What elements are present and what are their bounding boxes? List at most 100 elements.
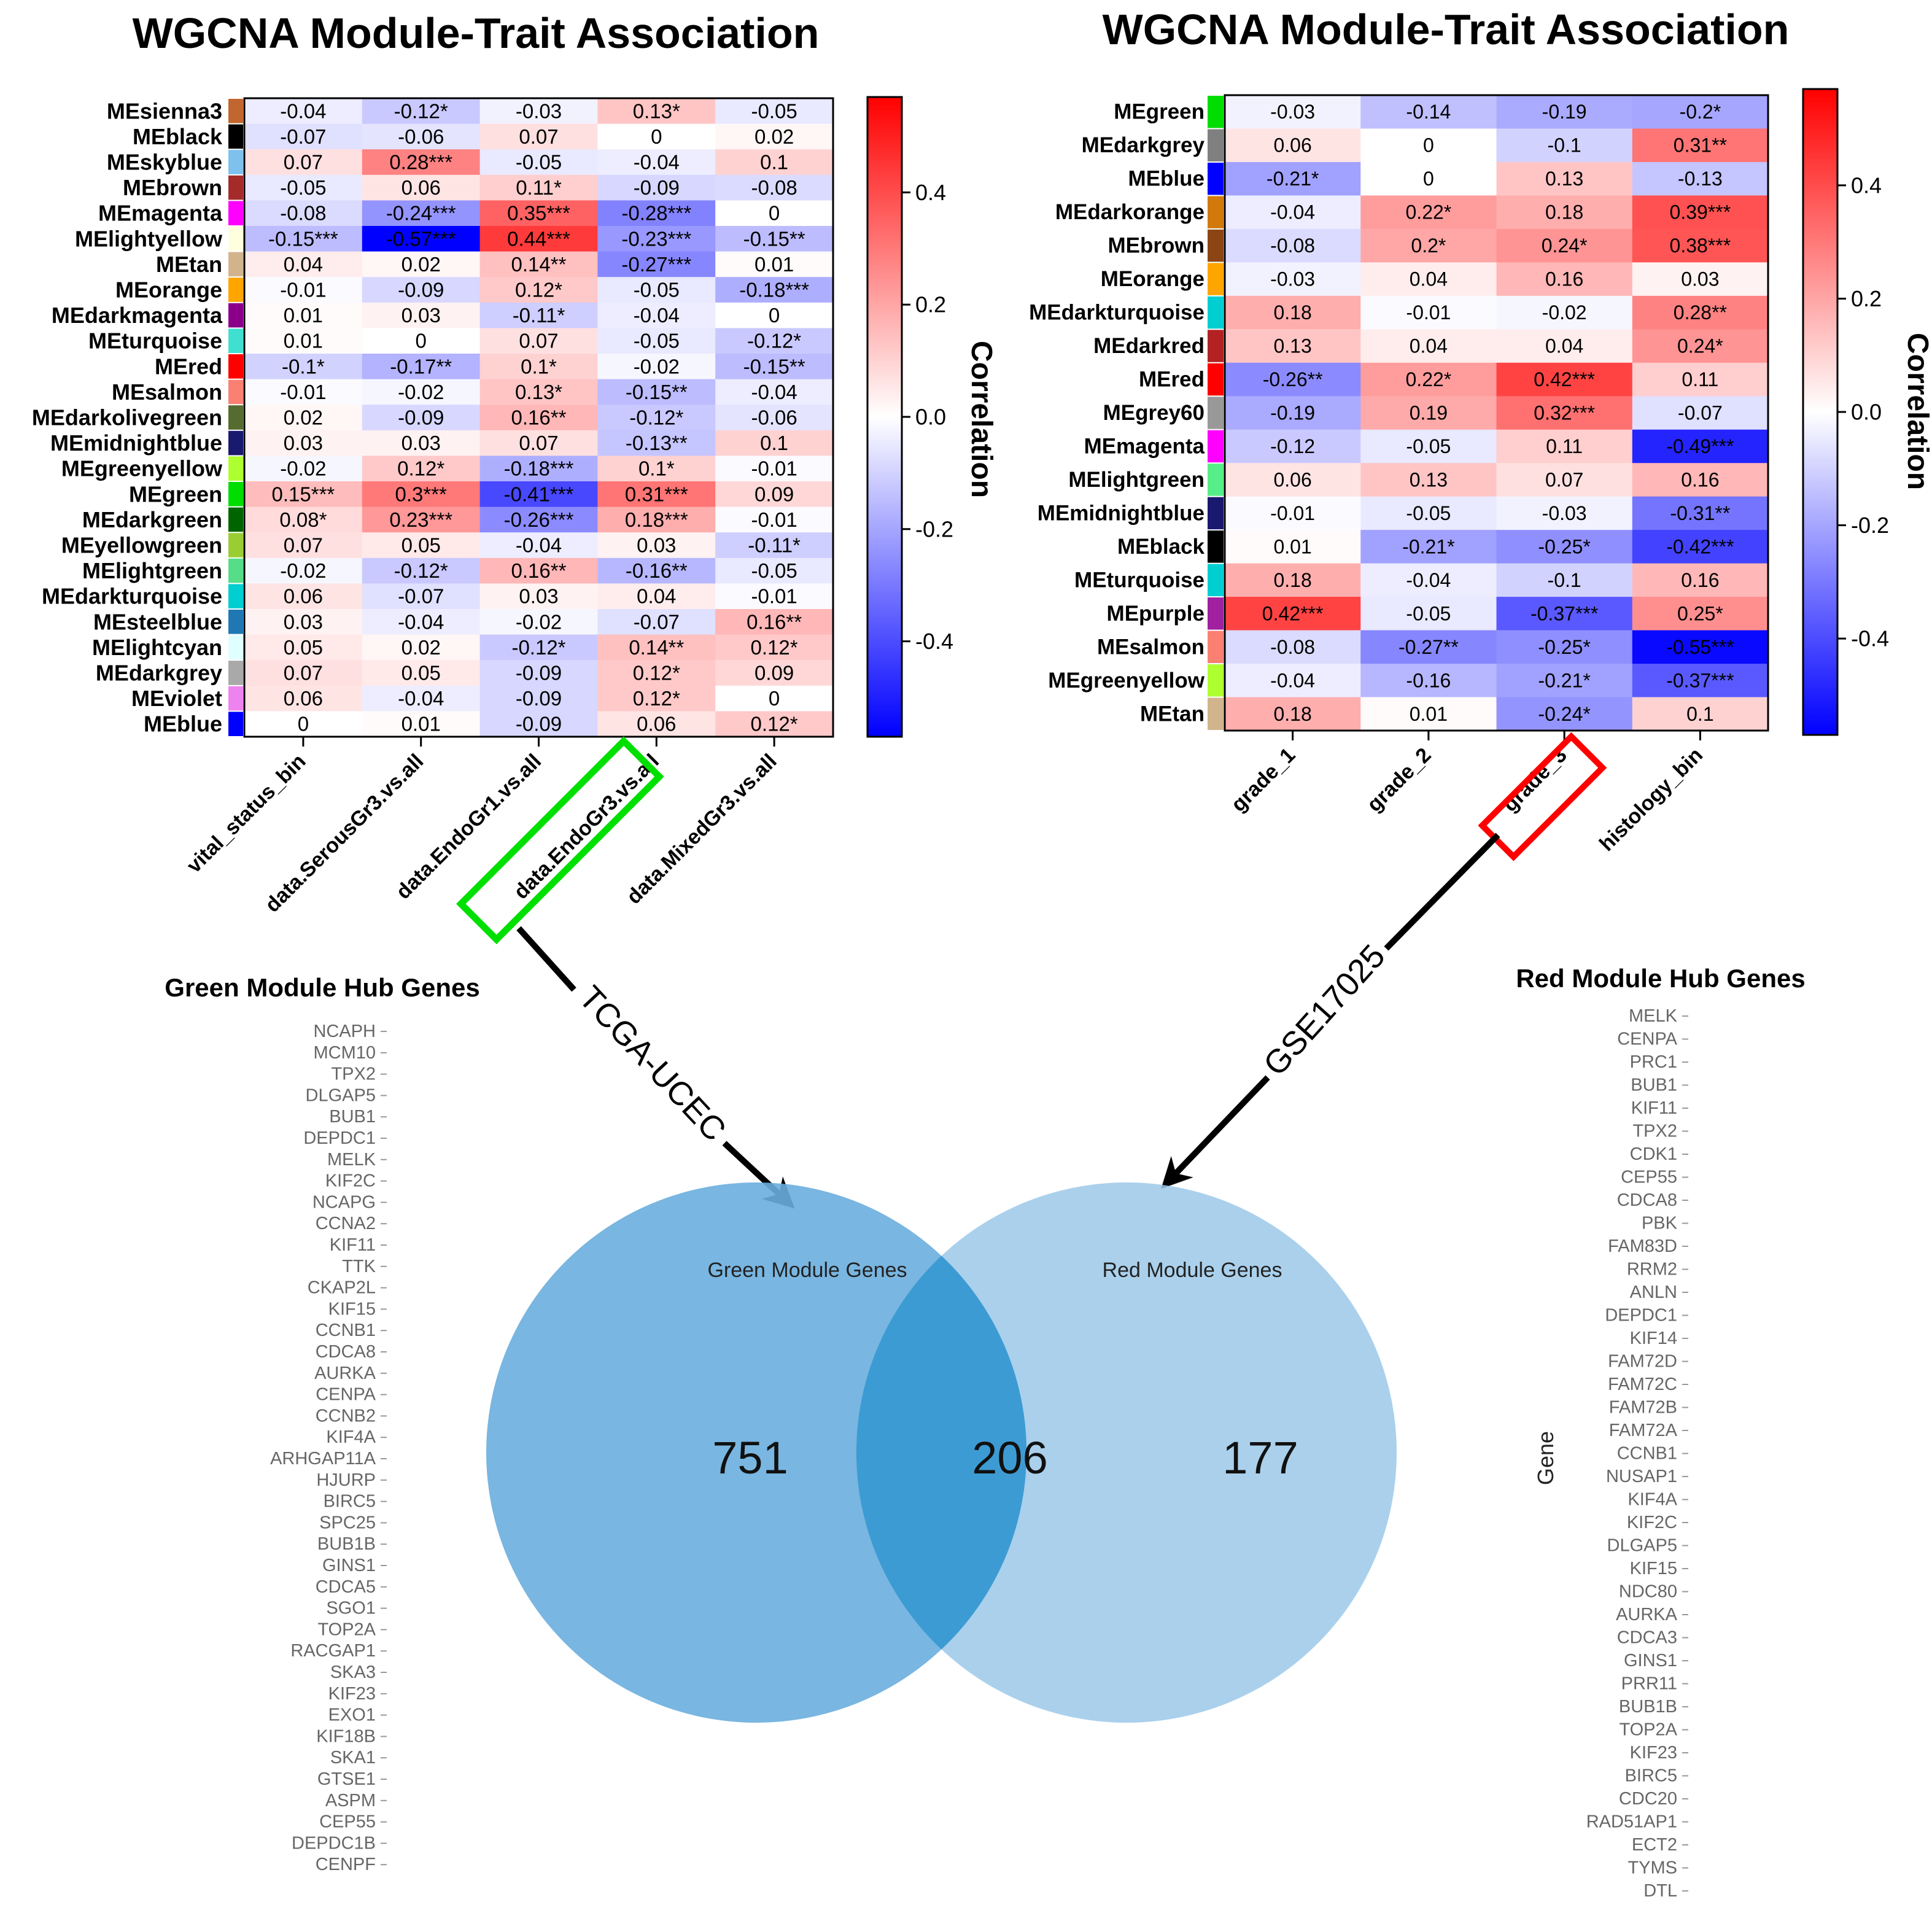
hm-tcga-row-label: MElightyellow [75,226,223,251]
hm-tcga-cell-label: 0.06 [402,176,441,199]
hm-gse-cell-label: 0.19 [1410,402,1448,424]
hm-tcga-row-label: MEblue [144,712,222,737]
hm-tcga-cell-label: -0.01 [280,279,326,301]
hm-gse-row-label: MEpurple [1107,602,1205,626]
hm-tcga-row-label: MEsienna3 [107,98,222,123]
hm-tcga-cell [244,277,363,303]
hm-tcga-cell-label: 0.15*** [272,483,335,505]
green-hub-genes: Green Module Hub Genes NCAPHMCM10TPX2DLG… [165,973,479,1874]
green-hub-gene: KIF2C [325,1171,376,1191]
hm-gse-cell-label: -0.26** [1263,368,1323,390]
hm-tcga-cell [715,98,834,125]
hm-gse-cell [1360,329,1497,363]
hm-gse-cell [1496,161,1633,196]
hm-gse-cell-label: 0.06 [1273,134,1311,157]
hm-tcga-cell-label: 0.28*** [389,151,452,174]
hm-gse-cell [1225,563,1361,597]
hm-tcga-cell [597,354,716,380]
hm-tcga-row-label: MEorange [115,277,222,303]
hm-gse-cell-label: 0 [1423,134,1434,157]
hm-tcga-cell [479,277,598,303]
hm-tcga-cell-label: 0.01 [402,713,441,735]
red-hub-gene: FAM72B [1609,1398,1677,1418]
hm-gse-module-swatch [1208,129,1224,161]
hm-tcga-cell-label: -0.15** [743,355,805,378]
hm-tcga-cell [715,302,834,328]
hm-tcga-cell [479,174,598,201]
hm-tcga-cell-label: -0.09 [516,687,562,710]
hm-tcga-cell-label: 0.13* [515,381,562,403]
green-hub-gene: AURKA [314,1364,376,1383]
hm-gse-cell [1632,563,1769,597]
hm-gse-cell [1632,161,1769,196]
hm-tcga-cell [597,532,716,559]
hm-tcga-cell [244,251,363,277]
hm-gse-cell-label: 0.01 [1273,535,1311,557]
hm-gse-cell-label: -0.02 [1542,301,1587,324]
hm-tcga-cell-label: -0.12* [394,559,448,582]
heatmap-tcga-title: WGCNA Module-Trait Association [133,9,820,57]
hm-tcga-cell-label: 0.07 [519,125,558,148]
hm-gse-module-swatch [1208,564,1224,597]
hm-tcga-cell [479,430,598,456]
hm-gse-module-swatch [1208,530,1224,563]
red-hub-gene: TYMS [1627,1858,1677,1878]
hm-tcga-cell [597,174,716,201]
hm-tcga-cell-label: 0.03 [402,304,441,327]
hm-tcga-module-swatch [228,150,243,174]
hm-tcga-cell-label: 0.03 [402,432,441,454]
hm-tcga-cell-label: -0.09 [634,176,680,199]
hm-gse-module-swatch [1208,196,1224,228]
hm-gse-module-swatch [1208,229,1224,262]
arrow-gse-upper [1384,832,1500,951]
hm-tcga-cell [715,456,834,482]
hm-gse-colorbar [1802,88,1839,736]
hm-tcga-cell [244,379,363,405]
hm-tcga-cell [244,98,363,125]
hm-gse-row-label: MEtan [1140,702,1205,726]
venn-overlap-count: 206 [972,1432,1047,1483]
hm-gse-cell [1360,95,1497,129]
hm-gse-cell-label: -0.49*** [1666,435,1734,457]
hm-tcga-cell [479,123,598,150]
hm-tcga-cell [244,685,363,712]
green-hub-gene: SKA3 [330,1663,376,1682]
hm-tcga-cell [715,430,834,456]
hm-gse-cell-label: 0.01 [1410,703,1448,725]
hm-gse-cell-label: -0.21* [1267,168,1319,190]
red-hub-gene: TPX2 [1632,1122,1677,1141]
hm-tcga-cell [597,251,716,277]
hm-gse-cell-label: 0.28** [1674,301,1727,324]
hm-tcga-cell [479,379,598,405]
hm-tcga-module-swatch [228,482,243,506]
hm-gse-row-label: MEsalmon [1097,635,1205,659]
green-hub-gene: EXO1 [328,1706,376,1725]
hm-gse-cell [1360,396,1497,430]
hm-tcga-cell-label: 0.1* [521,355,557,378]
red-hub-gene: ANLN [1630,1283,1677,1302]
hm-gse-cell [1632,195,1769,230]
hm-gse-cell-label: -0.27** [1399,636,1459,658]
hm-tcga-cell [715,405,834,431]
hm-tcga-cell-label: 0.02 [284,406,323,429]
green-hub-gene: SPC25 [319,1513,376,1532]
hm-tcga-cell [362,226,481,252]
hm-gse-cell-label: 0.18 [1273,703,1311,725]
hm-tcga-cell [362,354,481,380]
hm-gse-cell [1632,362,1769,397]
hm-tcga-cell [362,685,481,712]
arrow-gse: GSE17025 [1161,832,1500,1189]
hm-tcga-cell-label: -0.12* [394,99,448,122]
hm-gse-col-label: histology_bin [1595,743,1707,856]
hm-tcga-cell [362,302,481,328]
hm-tcga-cell-label: -0.24*** [386,202,456,225]
hm-tcga-cell-label: 0 [416,330,427,352]
hm-tcga-cell-label: -0.01 [751,508,797,531]
red-hub-axis-label: Gene [1533,1431,1558,1485]
red-hub-gene: AURKA [1616,1605,1678,1624]
hm-gse-cell [1360,496,1497,530]
hm-gse-cell [1496,195,1633,230]
hm-tcga-cell [244,226,363,252]
hm-tcga-cell-label: 0 [298,713,309,735]
hm-tcga-colorbar-tick-label: 0.0 [915,405,946,430]
